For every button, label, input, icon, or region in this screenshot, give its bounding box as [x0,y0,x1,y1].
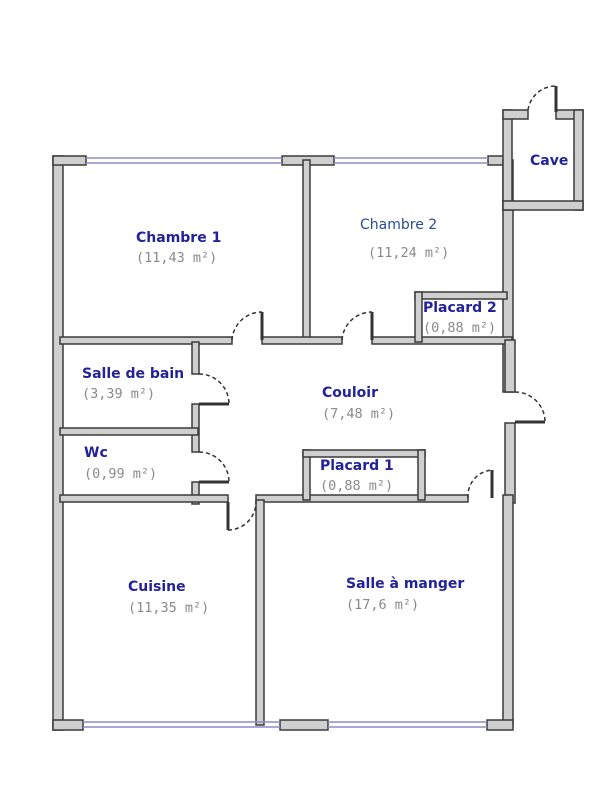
room-name-chambre-2: Chambre 2 [360,217,438,233]
wall-top-left-pier [52,155,87,166]
wall-bath-wc [59,427,199,436]
room-name-cave: Cave [530,153,569,169]
wall-placard1-top [302,449,426,458]
door-swings [198,85,557,531]
wall-bottom-right-pier [486,719,514,731]
wall-bottom-left-pier [52,719,84,731]
wall-above-salle-a [255,494,469,503]
wall-bottom-middle-pier [279,719,329,731]
wall-cave-right [573,109,584,211]
room-name-cuisine: Cuisine [128,579,186,595]
wall-under-chambre1-a [59,336,233,345]
room-name-salle-a-manger: Salle à manger [346,576,465,592]
wall-chambres-divider [302,159,311,341]
wall-outer-right [502,494,514,726]
room-name-placard-2: Placard 2 [423,300,497,316]
wall-cuisine-salle-divider [255,499,265,726]
room-area-cuisine: (11,35 m²) [128,600,210,616]
room-area-salle-de-bain: (3,39 m²) [82,386,156,402]
wall-couloir-right-upper [504,339,516,393]
wall-placard1-right [417,449,426,501]
room-name-couloir: Couloir [322,385,378,401]
wall-cave-left [502,109,513,211]
room-area-chambre-2: (11,24 m²) [368,245,450,261]
room-area-couloir: (7,48 m²) [322,406,396,422]
wall-couloir-right-lower [504,422,516,504]
wall-bath-right-a [191,341,200,375]
wall-outer-left [52,155,64,731]
windows [83,157,488,728]
wall-under-chambre1-b [261,336,343,345]
room-area-salle-a-manger: (17,6 m²) [346,597,420,613]
wall-placard2-top [414,291,508,300]
room-area-wc: (0,99 m²) [84,466,158,482]
wall-above-cuisine [59,494,229,503]
room-name-wc: Wc [84,445,108,461]
wall-placard2-left [414,291,423,343]
wall-under-chambre2 [371,336,513,345]
room-area-placard-2: (0,88 m²) [423,320,497,336]
door-leaves [199,86,558,530]
wall-cave-top-left [502,109,529,120]
room-name-chambre-1: Chambre 1 [136,230,222,246]
wall-wc-right [191,481,200,505]
room-name-salle-de-bain: Salle de bain [82,366,185,382]
wall-cave-bottom [502,200,584,211]
room-name-placard-1: Placard 1 [320,458,394,474]
room-area-placard-1: (0,88 m²) [320,478,394,494]
room-area-chambre-1: (11,43 m²) [136,250,218,266]
